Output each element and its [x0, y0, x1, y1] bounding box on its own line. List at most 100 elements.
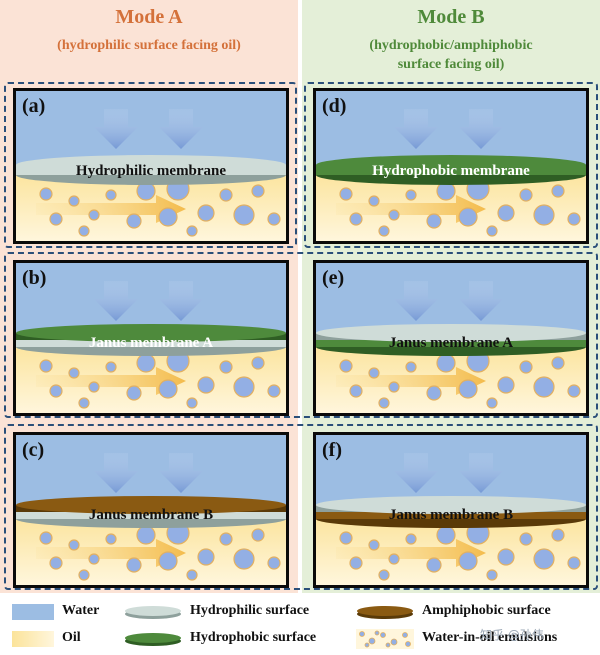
- water-droplet-10: [126, 557, 142, 573]
- legend-oil-label: Oil: [62, 630, 81, 645]
- water-droplet-6: [519, 532, 533, 546]
- water-droplet-12: [197, 204, 215, 222]
- water-droplet-8: [49, 556, 63, 570]
- panel-f: (f) Janus membrane B: [313, 432, 589, 588]
- water-droplet-10: [126, 213, 142, 229]
- water-droplet-1: [339, 531, 353, 545]
- water-droplet-3: [405, 361, 417, 373]
- water-droplet-16: [186, 397, 198, 409]
- group-box-a: [4, 82, 297, 248]
- water-droplet-14: [567, 556, 581, 570]
- water-droplet-16: [486, 397, 498, 409]
- mode-a-title: Mode A: [115, 6, 183, 28]
- water-droplet-1: [39, 531, 53, 545]
- water-droplet-12: [497, 204, 515, 222]
- water-droplet-2: [368, 195, 380, 207]
- panel-b-illustration: [16, 263, 286, 413]
- water-droplet-13: [233, 548, 255, 570]
- water-droplet-11: [458, 207, 478, 227]
- flow-down-arrow-2: [459, 281, 503, 321]
- legend-emulsion-droplet-2: [368, 637, 376, 645]
- flow-right-arrow: [36, 195, 186, 223]
- water-droplet-2: [68, 539, 80, 551]
- water-droplet-9: [388, 209, 400, 221]
- water-droplet-3: [105, 189, 117, 201]
- water-droplet-6: [519, 188, 533, 202]
- water-droplet-8: [349, 384, 363, 398]
- legend-emulsion-droplet-3: [380, 632, 386, 638]
- panel-c: (c) Janus membrane B: [13, 432, 289, 588]
- mode-b-subtitle: (hydrophobic/amphiphobic surface facing …: [302, 36, 600, 74]
- water-droplet-8: [349, 212, 363, 226]
- water-droplet-4: [136, 525, 156, 545]
- panel-b-label: (b): [22, 267, 47, 289]
- flow-down-arrow-2: [459, 109, 503, 149]
- water-droplet-13: [533, 548, 555, 570]
- mode-b-subtitle-line-2: surface facing oil): [397, 57, 505, 72]
- flow-down-arrow-1: [94, 281, 138, 321]
- water-droplet-7: [251, 184, 265, 198]
- water-droplet-1: [39, 359, 53, 373]
- legend-emulsion-bg: [356, 629, 414, 649]
- water-droplet-2: [68, 195, 80, 207]
- water-droplet-11: [158, 379, 178, 399]
- water-droplet-8: [349, 556, 363, 570]
- water-droplet-13: [533, 376, 555, 398]
- legend-oil-swatch: [12, 631, 54, 647]
- group-box-b-e: [4, 252, 598, 418]
- legend-emulsion-droplet-1: [359, 631, 365, 637]
- panel-d-illustration: [316, 91, 586, 241]
- water-droplet-3: [105, 361, 117, 373]
- panel-f-label: (f): [322, 439, 342, 461]
- panel-c-membrane-label: Janus membrane B: [88, 507, 214, 523]
- flow-right-arrow: [336, 367, 486, 395]
- water-droplet-14: [267, 556, 281, 570]
- water-droplet-1: [339, 187, 353, 201]
- flow-right-arrow: [336, 539, 486, 567]
- legend-amphiphobic-swatch: [357, 606, 413, 619]
- legend-hydrophilic-label: Hydrophilic surface: [190, 603, 310, 618]
- water-droplet-14: [267, 384, 281, 398]
- water-droplet-9: [88, 381, 100, 393]
- watermark: 知乎 @孙伟: [480, 628, 544, 642]
- water-droplet-1: [39, 187, 53, 201]
- water-droplet-10: [126, 385, 142, 401]
- panel-f-membrane-label: Janus membrane B: [388, 507, 514, 523]
- legend-emulsion-droplet-8: [405, 641, 411, 647]
- water-droplet-8: [49, 384, 63, 398]
- legend-water-label: Water: [62, 603, 100, 618]
- water-droplet-11: [158, 551, 178, 571]
- panel-f-illustration: [316, 435, 586, 585]
- water-droplet-9: [388, 381, 400, 393]
- panel-e-illustration: [316, 263, 586, 413]
- water-droplet-14: [567, 384, 581, 398]
- legend-emulsion-droplet-6: [364, 642, 370, 648]
- panel-a-illustration: [16, 91, 286, 241]
- membrane-hydrophobic-layer: [316, 339, 586, 347]
- legend-emulsion-droplet-4: [390, 638, 398, 646]
- water-droplet-12: [497, 376, 515, 394]
- water-droplet-4: [436, 525, 456, 545]
- membrane-amphiphobic-layer: [16, 496, 286, 514]
- panel-e-membrane-label: Janus membrane A: [388, 335, 514, 351]
- membrane-hydrophilic-layer: [16, 339, 286, 347]
- water-droplet-13: [233, 204, 255, 226]
- mode-a-subtitle-line-1: (hydrophilic surface facing oil): [57, 38, 241, 53]
- legend-hydrophobic-label: Hydrophobic surface: [190, 630, 317, 645]
- water-droplet-3: [405, 189, 417, 201]
- legend-water-swatch: [12, 604, 54, 620]
- water-droplet-1: [339, 359, 353, 373]
- legend-emulsion-swatch: [356, 629, 414, 649]
- mode-b-subtitle-line-1: (hydrophobic/amphiphobic: [369, 38, 533, 53]
- water-droplet-10: [426, 385, 442, 401]
- water-droplet-4: [436, 353, 456, 373]
- water-droplet-3: [105, 533, 117, 545]
- membrane-body: [16, 165, 286, 175]
- water-droplet-9: [88, 209, 100, 221]
- water-droplet-15: [78, 569, 90, 581]
- panel-e-label: (e): [322, 267, 345, 289]
- water-droplet-15: [378, 397, 390, 409]
- membrane-hydrophilic-layer: [16, 511, 286, 519]
- water-droplet-15: [378, 569, 390, 581]
- panel-c-label: (c): [22, 439, 45, 461]
